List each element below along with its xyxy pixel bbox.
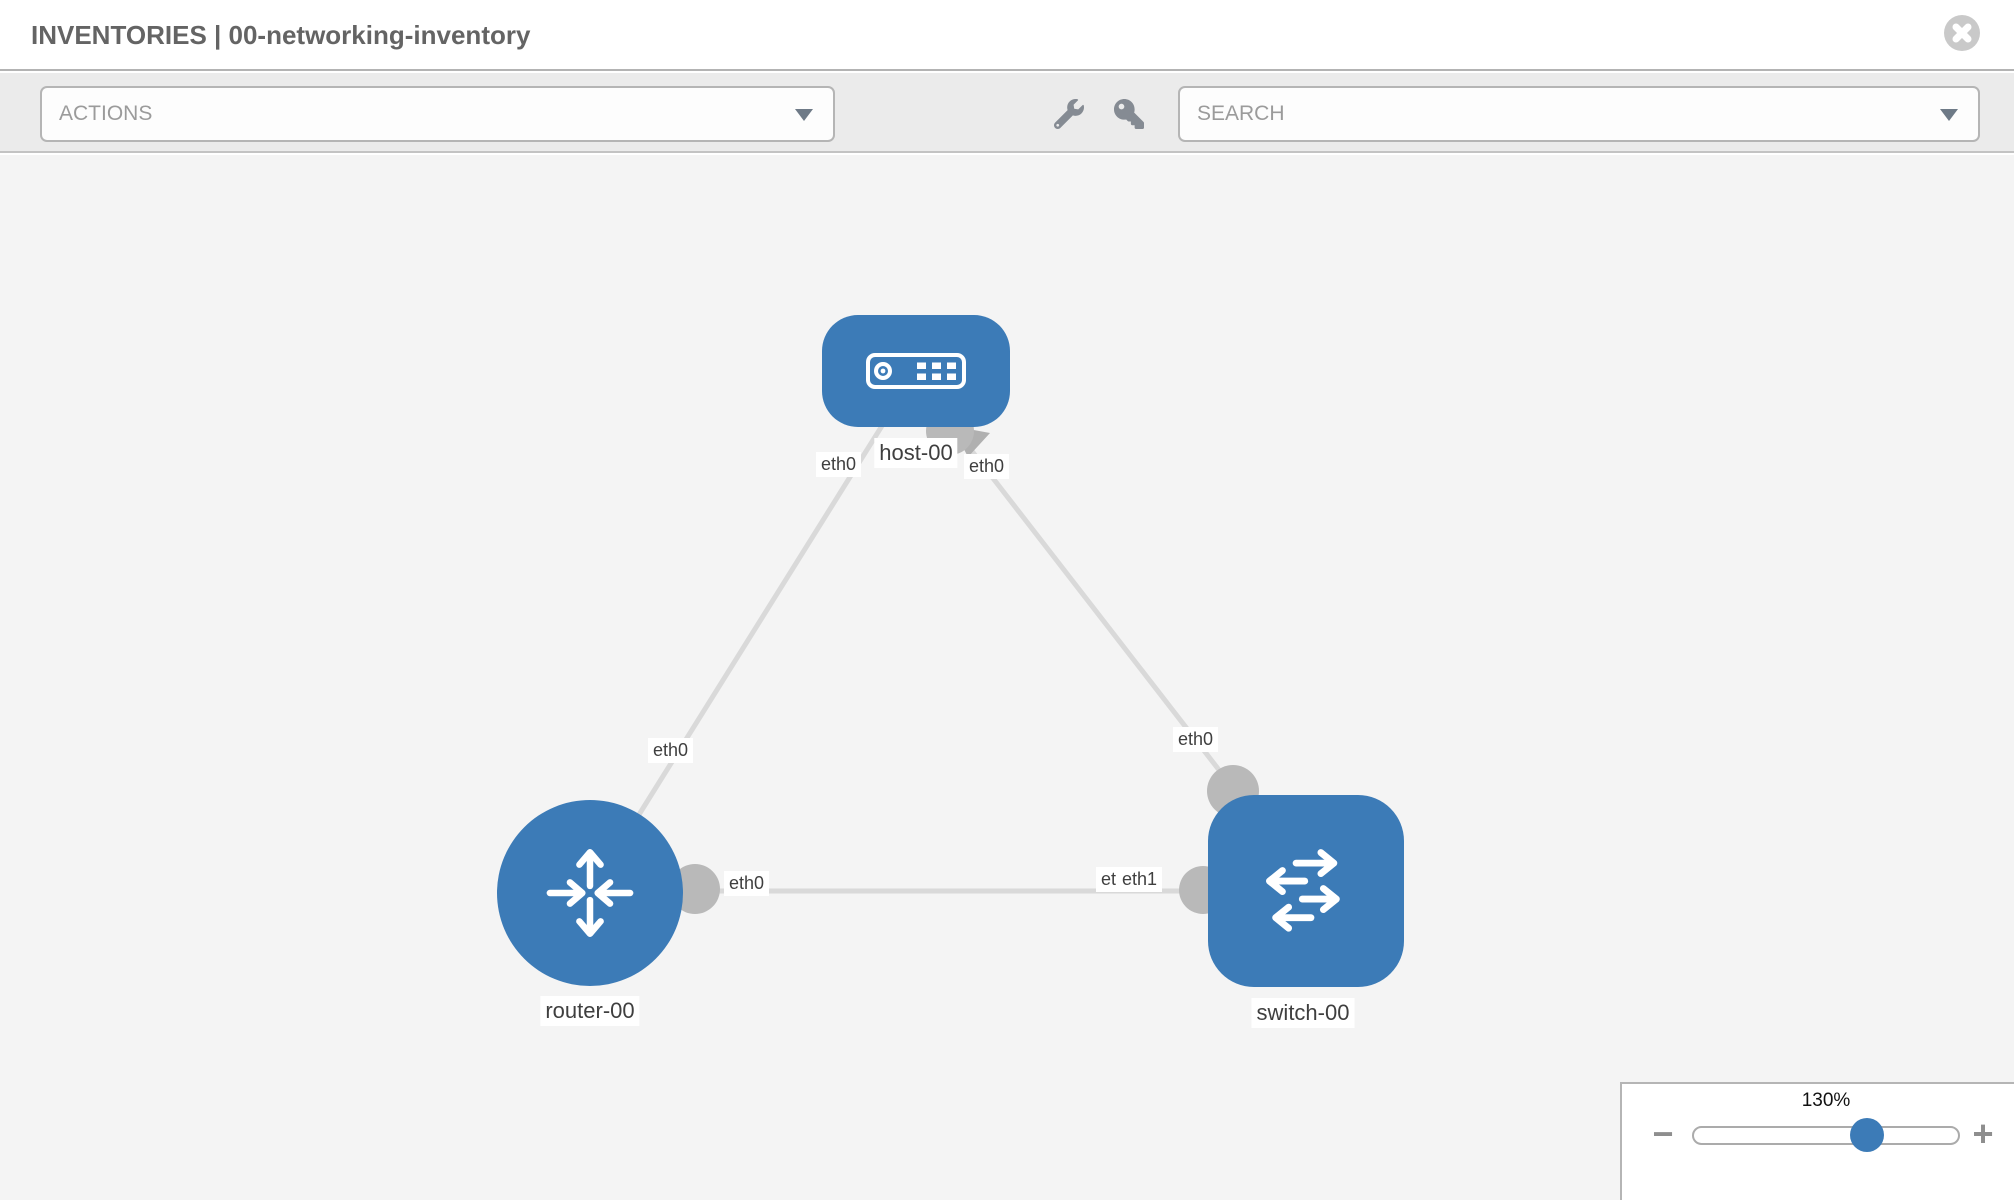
page-title: INVENTORIES | 00-networking-inventory: [31, 20, 531, 50]
close-icon: [1944, 15, 1980, 51]
zoom-slider-track[interactable]: [1692, 1118, 1960, 1152]
node-switch-00[interactable]: [1208, 795, 1404, 987]
zoom-slider-handle[interactable]: [1850, 1118, 1884, 1152]
link-router-host: [587, 411, 893, 895]
links-layer: [587, 407, 1303, 914]
zoom-control-panel: 130% − +: [1620, 1082, 2014, 1200]
switch-icon: [1266, 849, 1340, 932]
node-host-00[interactable]: [822, 315, 1010, 427]
interface-label-router-uplink-eth0: eth0: [648, 738, 694, 763]
search-dropdown[interactable]: SEARCH: [1178, 86, 1980, 142]
interface-label-switch-eth1: eth1: [1117, 867, 1163, 892]
interface-label-switch-uplink-eth0: eth0: [1173, 727, 1219, 752]
zoom-out-button[interactable]: −: [1646, 1112, 1680, 1156]
search-dropdown-label: SEARCH: [1197, 102, 1285, 125]
wrench-icon: [1054, 99, 1084, 129]
configure-button[interactable]: [1050, 95, 1088, 133]
toolbar: ACTIONS SEARCH: [0, 73, 2014, 153]
header-bar: INVENTORIES | 00-networking-inventory: [0, 0, 2014, 71]
chevron-down-icon: [795, 109, 813, 121]
node-label-host-00: host-00: [874, 438, 958, 468]
actions-dropdown[interactable]: ACTIONS: [40, 86, 835, 142]
router-icon: [546, 849, 634, 937]
zoom-in-button[interactable]: +: [1966, 1112, 2000, 1156]
interface-label-router-eth0: eth0: [724, 871, 770, 896]
credentials-button[interactable]: [1110, 95, 1148, 133]
topology-canvas[interactable]: host-00 router-00 switch-00 eth0 eth0 et…: [0, 155, 2014, 1200]
key-icon: [1114, 99, 1144, 129]
interface-label-host-eth0-left: eth0: [816, 452, 862, 477]
close-button[interactable]: [1944, 15, 1980, 51]
node-label-switch-00: switch-00: [1251, 998, 1355, 1028]
chevron-down-icon: [1940, 109, 1958, 121]
node-label-router-00: router-00: [540, 996, 640, 1026]
actions-dropdown-label: ACTIONS: [59, 102, 153, 125]
zoom-level-label: 130%: [1801, 1090, 1851, 1111]
host-icon: [866, 353, 966, 389]
interface-label-host-eth0-right: eth0: [964, 454, 1010, 479]
node-router-00[interactable]: [497, 800, 683, 986]
